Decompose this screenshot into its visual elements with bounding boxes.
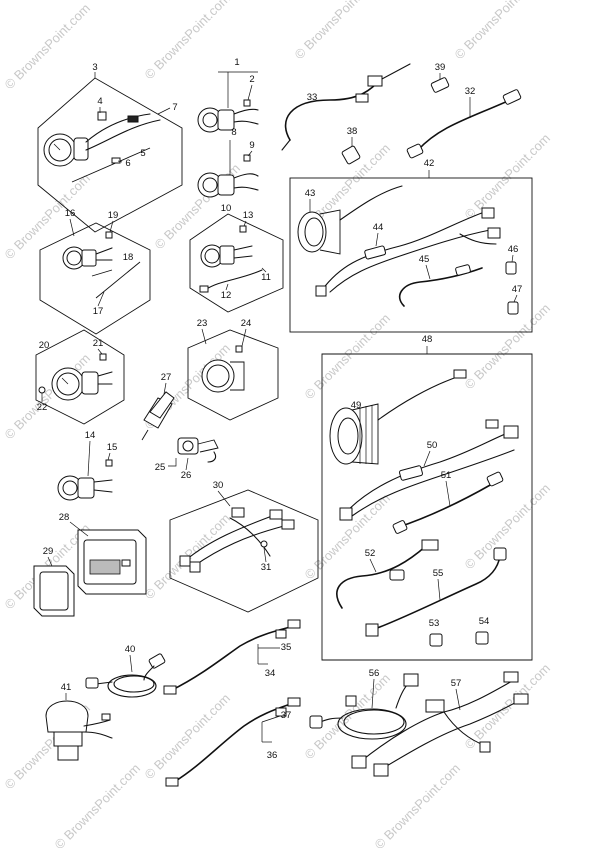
callout-33: 33 — [307, 92, 318, 103]
callout-49: 49 — [351, 400, 362, 411]
group-28-multifunction-meter: 28 — [59, 512, 147, 595]
callout-21: 21 — [93, 338, 104, 349]
group-27-trim-sender: 27 — [141, 372, 175, 441]
callout-1: 1 — [234, 57, 239, 68]
watermark: © BrownsPoint.com — [302, 491, 393, 582]
callout-28: 28 — [59, 512, 70, 523]
group-38-connector: 38 — [341, 126, 361, 165]
watermark: © BrownsPoint.com — [452, 0, 543, 62]
watermark: © BrownsPoint.com — [292, 0, 383, 62]
watermark: © BrownsPoint.com — [302, 311, 393, 402]
watermark: © BrownsPoint.com — [142, 0, 233, 82]
callout-2: 2 — [249, 74, 254, 85]
callout-55: 55 — [433, 568, 444, 579]
group-39-connector: 39 — [430, 62, 450, 93]
callout-12: 12 — [221, 290, 232, 301]
callout-22: 22 — [37, 402, 48, 413]
callout-26: 26 — [181, 470, 192, 481]
callout-36: 36 — [267, 750, 278, 761]
callout-38: 38 — [347, 126, 358, 137]
callout-32: 32 — [465, 86, 476, 97]
callout-34: 34 — [265, 668, 276, 679]
watermark: © BrownsPoint.com — [2, 351, 93, 442]
callout-14: 14 — [85, 430, 96, 441]
callout-24: 24 — [241, 318, 252, 329]
group-48-box: 48 49 50 51 52 55 — [321, 334, 533, 661]
callout-40: 40 — [125, 644, 136, 655]
group-1-gauge: 1 2 — [197, 57, 259, 133]
callout-7: 7 — [172, 102, 177, 113]
group-57-harness: 57 — [351, 671, 529, 777]
callout-45: 45 — [419, 254, 430, 265]
callout-47: 47 — [512, 284, 523, 295]
callout-39: 39 — [435, 62, 446, 73]
callout-10: 10 — [221, 203, 232, 214]
watermark: © BrownsPoint.com — [52, 761, 143, 848]
callout-52: 52 — [365, 548, 376, 559]
callout-41: 41 — [61, 682, 72, 693]
group-29-meter-cover: 29 — [33, 546, 75, 617]
callout-57: 57 — [451, 678, 462, 689]
watermark: © BrownsPoint.com — [142, 691, 233, 782]
group-33-cable: 33 — [281, 63, 411, 151]
callout-43: 43 — [305, 188, 316, 199]
callout-13: 13 — [243, 210, 254, 221]
callout-3: 3 — [92, 62, 97, 73]
callout-31: 31 — [261, 562, 272, 573]
callout-53: 53 — [429, 618, 440, 629]
group-20-gauge: 20 21 22 — [35, 329, 125, 425]
callout-56: 56 — [369, 668, 380, 679]
group-3-tachometer-kit: 3 4 7 5 6 — [37, 62, 183, 233]
callout-37: 37 — [281, 710, 292, 721]
group-30-harness-kit: 30 31 — [169, 480, 319, 613]
callout-9: 9 — [249, 140, 254, 151]
callout-11: 11 — [261, 272, 271, 283]
watermark: © BrownsPoint.com — [462, 301, 553, 392]
callout-29: 29 — [43, 546, 54, 557]
callout-48: 48 — [422, 334, 433, 345]
group-34-cable: 35 34 — [163, 619, 301, 695]
callout-23: 23 — [197, 318, 208, 329]
group-32-cable: 32 — [406, 86, 522, 159]
group-36-cable: 37 36 — [165, 697, 301, 787]
callout-50: 50 — [427, 440, 438, 451]
group-40-speed-sensor: 40 — [85, 644, 166, 698]
group-14-gauge: 14 15 — [57, 430, 118, 501]
callout-35: 35 — [281, 642, 292, 653]
group-25-key-switch: 25 26 — [155, 437, 219, 481]
callout-46: 46 — [508, 244, 519, 255]
group-16-gauge-kit: 16 19 18 17 — [39, 208, 151, 335]
watermark: © BrownsPoint.com — [462, 131, 553, 222]
group-42-box: 42 43 44 45 46 47 — [289, 158, 533, 333]
callout-42: 42 — [424, 158, 435, 169]
callout-6: 6 — [125, 158, 130, 169]
callout-18: 18 — [123, 252, 134, 263]
callout-54: 54 — [479, 616, 490, 627]
watermark: © BrownsPoint.com — [2, 1, 93, 92]
callout-30: 30 — [213, 480, 224, 491]
group-8-gauge: 8 9 — [197, 127, 259, 198]
callout-51: 51 — [441, 470, 452, 481]
watermark: © BrownsPoint.com — [462, 481, 553, 572]
callout-19: 19 — [108, 210, 119, 221]
callout-15: 15 — [107, 442, 118, 453]
callout-27: 27 — [161, 372, 172, 383]
group-41-buzzer: 41 — [45, 682, 113, 761]
callout-20: 20 — [39, 340, 50, 351]
callout-5: 5 — [140, 148, 145, 159]
callout-4: 4 — [97, 96, 102, 107]
callout-44: 44 — [373, 222, 384, 233]
callout-16: 16 — [65, 208, 76, 219]
callout-8: 8 — [231, 127, 236, 138]
callout-25: 25 — [155, 462, 166, 473]
callout-17: 17 — [93, 306, 104, 317]
group-56-cable: 56 — [309, 668, 419, 740]
group-10-gauge-kit: 10 13 11 12 — [189, 203, 284, 313]
group-23-gauge: 23 24 — [187, 318, 279, 421]
